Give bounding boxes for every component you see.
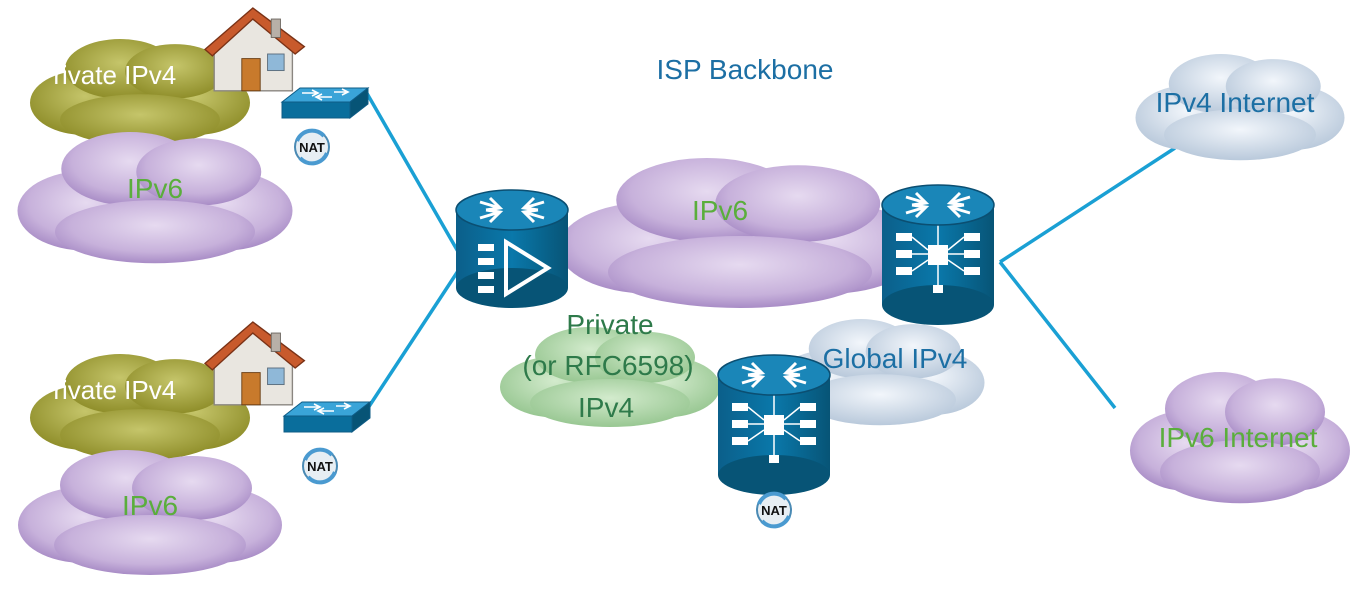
link-site2-to-aftr — [366, 267, 462, 409]
private-ipv4-label-line1: Private — [566, 309, 653, 340]
customer-site-1: NAT Private IPv4 IPv6 — [17, 7, 369, 264]
ipv4-internet-label: IPv4 Internet — [1156, 87, 1315, 118]
customer-site-2: NAT Private IPv4 IPv6 — [17, 321, 371, 575]
ipv6-internet-label: IPv6 Internet — [1159, 422, 1318, 453]
house-icon — [204, 7, 306, 92]
nat-label: NAT — [307, 459, 333, 474]
link-cgn-to-ipv4-internet — [999, 146, 1176, 264]
cgn-device-bottom — [716, 353, 832, 496]
router-arrows-icon — [880, 183, 996, 227]
router-arrows-icon — [454, 188, 570, 232]
link-lines — [363, 89, 1176, 410]
cgn-nat-label: NAT — [761, 503, 787, 518]
aftr-router — [454, 188, 570, 308]
isp-backbone: ISP Backbone IPv6 Private (or RFC6598) I… — [454, 54, 996, 529]
house-icon — [204, 321, 306, 406]
backbone-ipv6-cloud — [558, 158, 922, 308]
private-ipv4-label-line2: (or RFC6598) — [522, 350, 693, 381]
switch-icon — [281, 87, 369, 119]
link-site1-to-aftr — [363, 89, 462, 256]
private-ipv4-label-line3: IPv4 — [578, 392, 634, 423]
router-arrows-icon — [716, 353, 832, 397]
private-ipv4-label: Private IPv4 — [36, 375, 176, 405]
cgn-device-right — [880, 183, 996, 326]
ipv6-label: IPv6 — [122, 490, 178, 521]
link-cgn-to-ipv6-internet — [998, 260, 1117, 410]
switch-icon — [283, 401, 371, 433]
internet: IPv4 Internet IPv6 Internet — [1130, 54, 1350, 504]
isp-backbone-title: ISP Backbone — [657, 54, 834, 85]
private-ipv4-label: Private IPv4 — [36, 60, 176, 90]
nat-label: NAT — [299, 140, 325, 155]
tunnel-play-icon — [478, 238, 552, 298]
global-ipv4-label: Global IPv4 — [823, 343, 968, 374]
backbone-ipv6-label: IPv6 — [692, 195, 748, 226]
ipv6-label: IPv6 — [127, 173, 183, 204]
